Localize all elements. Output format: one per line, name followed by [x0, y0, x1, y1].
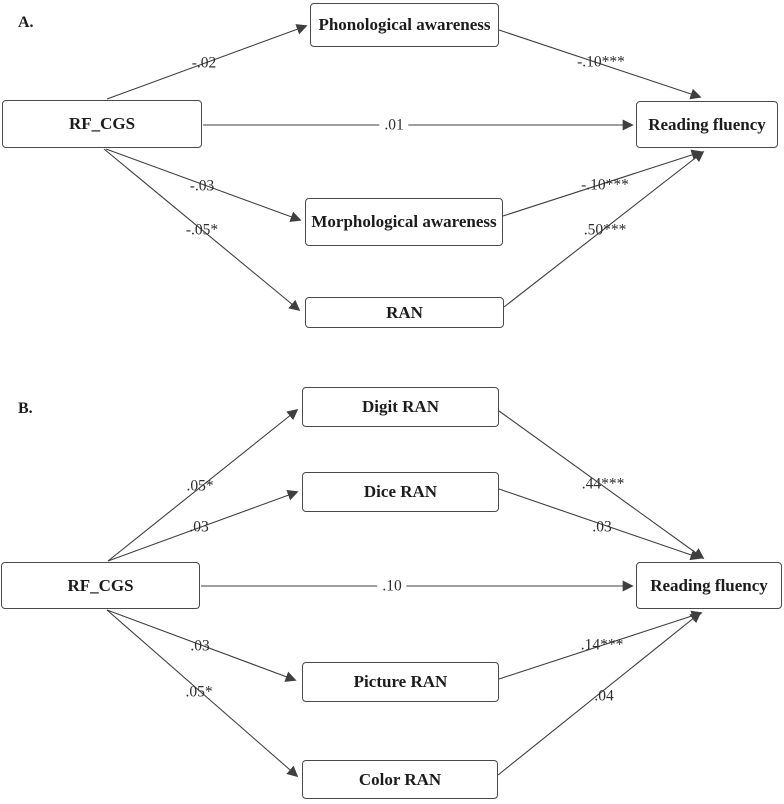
coef-b-predictor-to-color-ran: .05* — [185, 683, 213, 701]
path-b-picture-ran-to-outcome — [498, 610, 703, 680]
path-b-predictor-to-picture-ran — [106, 609, 297, 682]
coef-a-predictor-to-phonological: -.02 — [191, 54, 217, 72]
node-a-outcome: Reading fluency — [636, 101, 778, 148]
path-b-predictor-to-digit-ran — [107, 408, 299, 562]
coef-b-picture-ran-to-outcome: .14*** — [580, 636, 624, 654]
coef-a-morphological-to-outcome: -.10*** — [581, 176, 629, 194]
node-b-dice-ran: Dice RAN — [302, 472, 499, 512]
node-b-color-ran: Color RAN — [302, 760, 498, 799]
node-b-picture-ran: Picture RAN — [302, 662, 499, 702]
node-b-outcome: Reading fluency — [636, 562, 782, 609]
node-a-predictor: RF_CGS — [2, 100, 202, 148]
coef-a-direct-effect: .01 — [379, 117, 409, 133]
node-a-morphological-awareness: Morphological awareness — [305, 198, 503, 246]
path-b-predictor-to-dice-ran — [107, 490, 299, 562]
path-a-ran-to-outcome — [503, 150, 705, 308]
node-b-digit-ran: Digit RAN — [302, 387, 499, 427]
node-b-predictor: RF_CGS — [1, 562, 200, 609]
coef-b-digit-ran-to-outcome: .44*** — [581, 475, 625, 493]
coef-b-predictor-to-digit-ran: .05* — [186, 477, 214, 495]
coef-a-predictor-to-ran: -.05* — [185, 221, 219, 239]
panel-a-label: A. — [18, 14, 34, 31]
coef-b-dice-ran-to-outcome: .03 — [592, 518, 612, 536]
coef-b-color-ran-to-outcome: .04 — [594, 687, 614, 705]
coef-b-direct-effect: .10 — [377, 578, 407, 594]
path-a-morphological-to-outcome — [502, 149, 703, 217]
coef-a-phonological-to-outcome: -.10*** — [577, 53, 625, 71]
panel-b-label: B. — [18, 400, 33, 417]
path-b-digit-ran-to-outcome — [498, 410, 705, 559]
node-a-phonological-awareness: Phonological awareness — [310, 3, 499, 47]
node-a-ran: RAN — [305, 297, 504, 328]
path-b-predictor-to-color-ran — [106, 609, 299, 778]
coef-b-predictor-to-dice-ran: .03 — [189, 518, 209, 536]
coef-a-ran-to-outcome: .50*** — [583, 221, 627, 239]
path-a-predictor-to-phonological — [106, 24, 308, 100]
path-b-dice-ran-to-outcome — [498, 488, 702, 561]
path-a-phonological-to-outcome — [498, 29, 702, 100]
path-a-predictor-to-ran — [103, 148, 301, 312]
coef-b-predictor-to-picture-ran: .03 — [190, 637, 210, 655]
coef-a-predictor-to-morphological: -.03 — [189, 177, 215, 195]
path-a-predictor-to-morphological — [105, 148, 302, 222]
path-b-color-ran-to-outcome — [497, 611, 702, 776]
